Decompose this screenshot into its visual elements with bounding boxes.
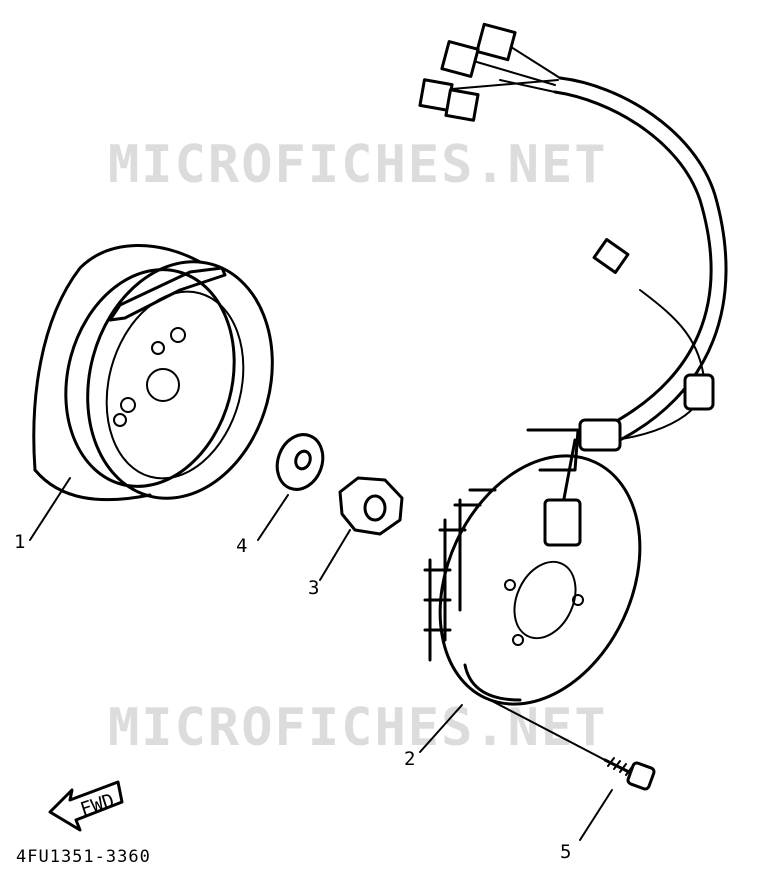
leader-4 <box>257 494 289 541</box>
callout-4[interactable]: 4 <box>236 535 247 557</box>
watermark-top: MICROFICHES.NET <box>108 135 608 195</box>
nut-part-3[interactable] <box>338 476 404 536</box>
leader-3 <box>319 529 351 581</box>
bolt-axis-line <box>489 699 606 761</box>
leader-5 <box>579 789 613 841</box>
rotor-part-1[interactable] <box>32 241 298 519</box>
callout-3[interactable]: 3 <box>308 577 319 599</box>
callout-5[interactable]: 5 <box>560 841 571 863</box>
watermark-bottom: MICROFICHES.NET <box>108 698 608 758</box>
fwd-arrow-icon: FWD <box>48 780 124 832</box>
leader-1 <box>29 477 71 541</box>
callout-1[interactable]: 1 <box>14 531 25 553</box>
drawing-code: 4FU1351-3360 <box>16 847 151 867</box>
leader-2 <box>419 704 463 753</box>
bolt-part-5[interactable] <box>603 757 656 791</box>
stator-part-2[interactable] <box>402 22 728 736</box>
callout-2[interactable]: 2 <box>404 748 415 770</box>
washer-part-4[interactable] <box>270 428 330 496</box>
